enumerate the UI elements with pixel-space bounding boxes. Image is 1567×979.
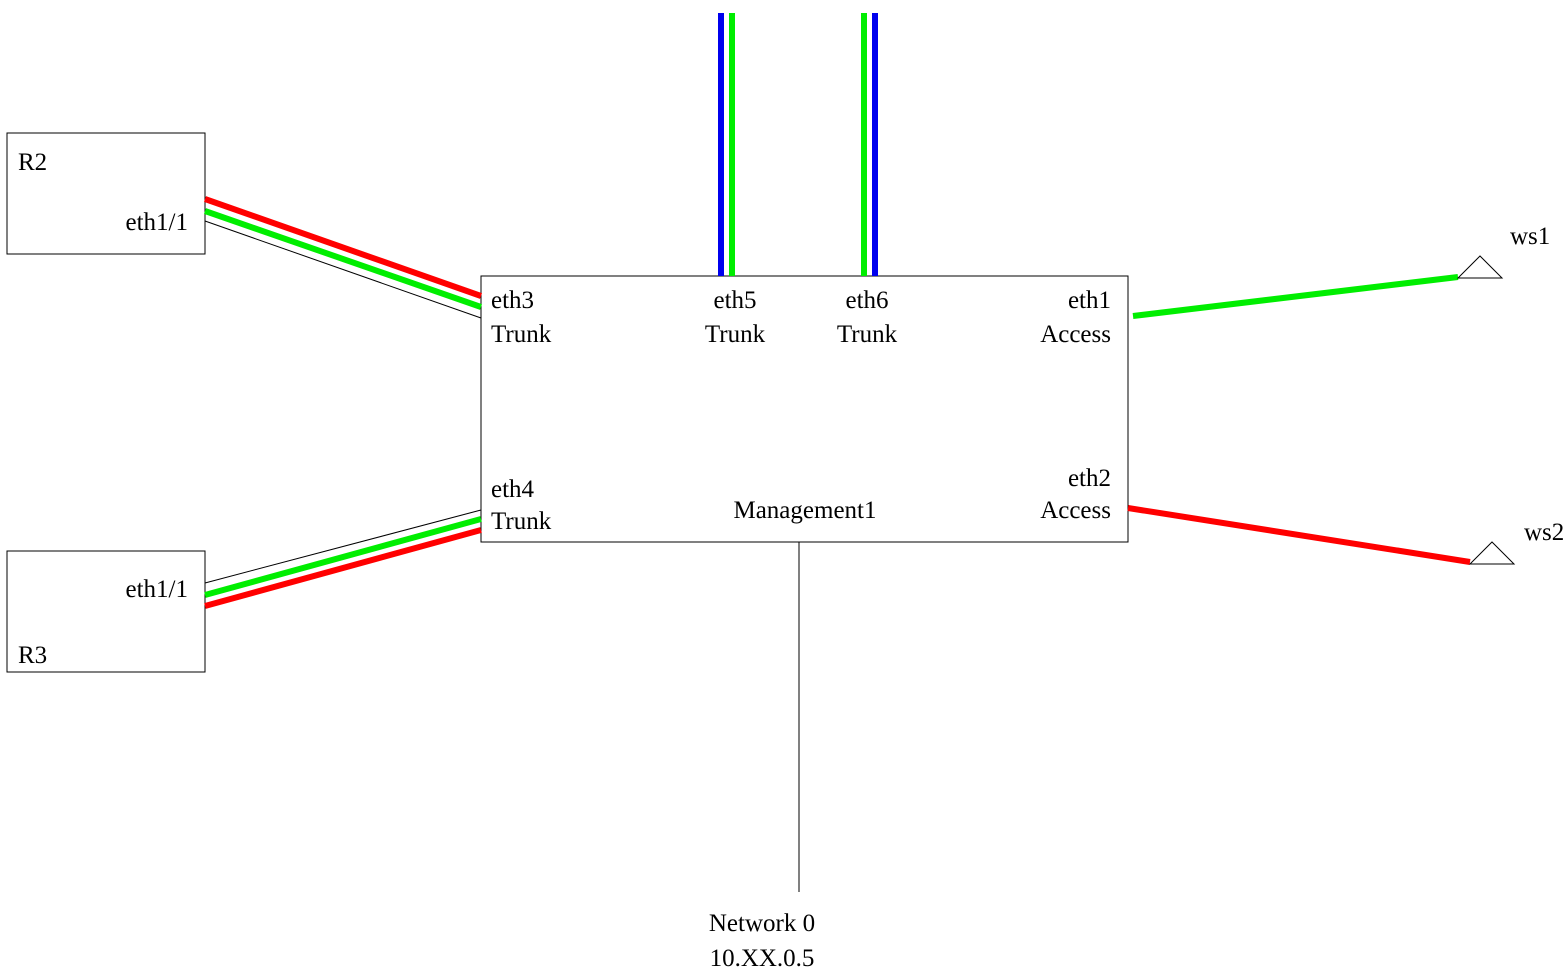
link-r3-eth4 bbox=[204, 509, 482, 609]
ws2-triangle-icon bbox=[1468, 541, 1516, 565]
link-r2-eth3 bbox=[204, 196, 482, 319]
switch: eth3 Trunk eth5 Trunk eth6 Trunk eth1 Ac… bbox=[480, 275, 1129, 543]
router-r3-box bbox=[6, 550, 206, 673]
switch-box bbox=[480, 275, 1129, 543]
ws1-triangle-icon bbox=[1456, 255, 1504, 279]
router-r3-name: R3 bbox=[18, 642, 47, 669]
link-r2-eth3-green bbox=[204, 208, 482, 310]
link-eth2-ws2 bbox=[1127, 505, 1471, 565]
port-eth5-name: eth5 bbox=[713, 287, 756, 314]
ws2-label: ws2 bbox=[1524, 519, 1564, 546]
port-eth4-name: eth4 bbox=[491, 476, 535, 503]
port-eth1-mode: Access bbox=[1040, 321, 1111, 348]
router-r2-port: eth1/1 bbox=[126, 209, 189, 236]
ws1-label: ws1 bbox=[1510, 223, 1550, 250]
port-eth2-name: eth2 bbox=[1068, 465, 1111, 492]
router-r2-name: R2 bbox=[18, 149, 47, 176]
port-eth5-mode: Trunk bbox=[705, 321, 766, 348]
link-eth1-ws1 bbox=[1132, 274, 1459, 319]
workstation-ws1: ws1 bbox=[1456, 223, 1550, 279]
link-r3-eth4-black bbox=[204, 509, 482, 584]
network-address: 10.XX.0.5 bbox=[710, 945, 815, 972]
port-eth3-name: eth3 bbox=[491, 287, 534, 314]
network-name: Network 0 bbox=[709, 910, 815, 937]
management-label: Management1 bbox=[733, 497, 876, 524]
link-r3-eth4-red bbox=[204, 527, 482, 609]
link-r2-eth3-red bbox=[204, 196, 482, 299]
link-eth5-uplink bbox=[718, 13, 735, 276]
router-r2: R2 eth1/1 bbox=[6, 132, 206, 255]
link-r3-eth4-green bbox=[204, 516, 482, 598]
link-eth6-uplink bbox=[861, 13, 878, 276]
port-eth3-mode: Trunk bbox=[491, 321, 552, 348]
router-r3: eth1/1 R3 bbox=[6, 550, 206, 673]
port-eth2-mode: Access bbox=[1040, 497, 1111, 524]
port-eth1-name: eth1 bbox=[1068, 287, 1111, 314]
link-r2-eth3-black bbox=[204, 220, 482, 319]
workstation-ws2: ws2 bbox=[1468, 519, 1564, 565]
port-eth6-mode: Trunk bbox=[837, 321, 898, 348]
port-eth4-mode: Trunk bbox=[491, 508, 552, 535]
port-eth6-name: eth6 bbox=[845, 287, 888, 314]
router-r2-box bbox=[6, 132, 206, 255]
router-r3-port: eth1/1 bbox=[126, 576, 189, 603]
